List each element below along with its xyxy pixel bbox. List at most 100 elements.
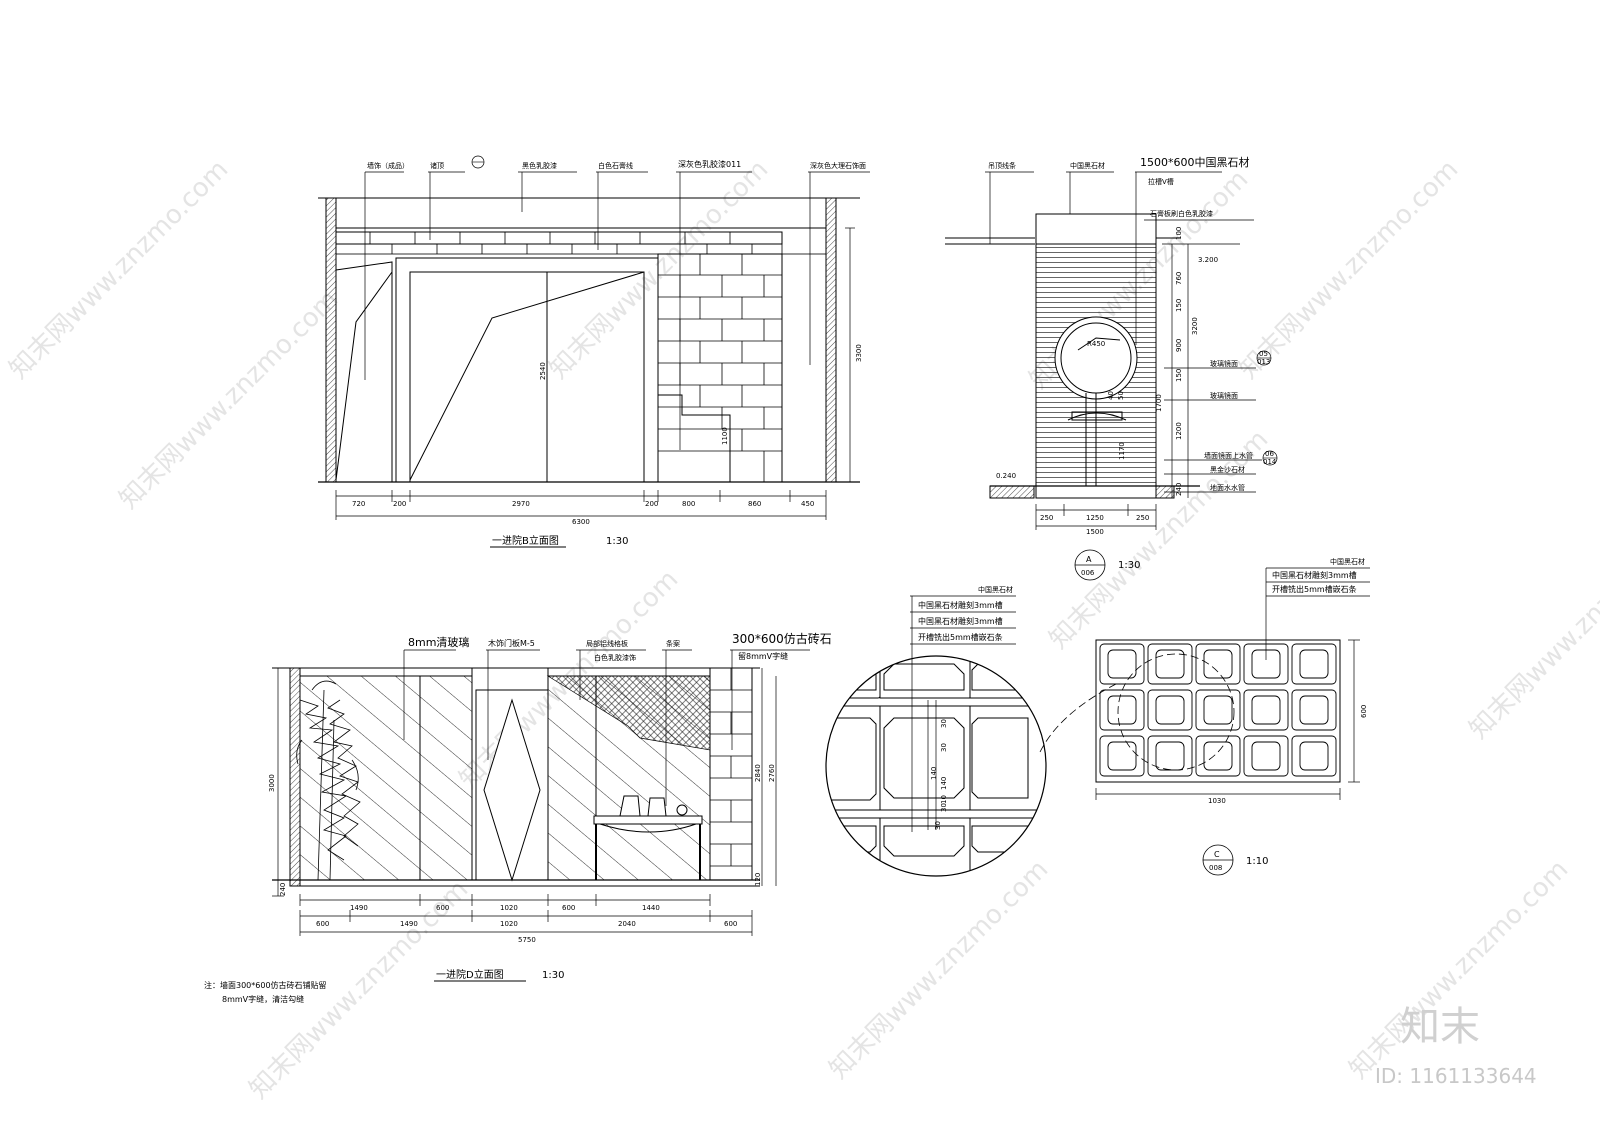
title-elevation-b: 一进院B立面图 — [492, 534, 559, 547]
label-wall-ornament: 墙饰（成品） — [367, 161, 409, 170]
label-brick-size: 300*600仿古砖石 — [732, 631, 832, 646]
section-marker-c: C 008 1:10 — [1202, 844, 1268, 876]
dim-a-h: 250 — [1136, 514, 1149, 522]
watermark-id: ID: 1161133644 — [1375, 1064, 1537, 1088]
plant — [296, 680, 361, 881]
dim-a-v: 1200 — [1175, 422, 1183, 440]
label-right-2: 墙面镜面上水管 — [1204, 451, 1253, 460]
marker-c-letter: C — [1214, 850, 1220, 859]
detail-dim: 140 — [930, 767, 938, 780]
dim-a-h: 1250 — [1086, 514, 1104, 522]
dim-d-row1: 1440 — [642, 904, 660, 912]
watermark-text: 知末网www.znzmo.com — [4, 154, 235, 385]
label-right-1: 玻璃镜面 — [1210, 391, 1238, 400]
brick-wall-b — [657, 253, 783, 483]
dim-a-v: 760 — [1175, 272, 1183, 285]
marker-a-letter: A — [1086, 555, 1092, 564]
dim-a-v: 900 — [1175, 339, 1183, 352]
label-gypsum: 石膏板刷白色乳胶漆 — [1150, 209, 1213, 218]
radius-label: R450 — [1087, 340, 1105, 348]
dim-d-right: 2760 — [768, 764, 776, 782]
label-right-4: 地面水水管 — [1210, 483, 1245, 492]
label-v-groove: 拉槽V槽 — [1148, 177, 1174, 186]
dim-b: 200 — [645, 500, 658, 508]
detail-panel — [1095, 567, 1370, 800]
detail-dim: 30 — [934, 821, 942, 830]
section-a-text: 吊顶线条 中国黑石材 1500*600中国黑石材 拉槽V槽 石膏板刷白色乳胶漆 … — [988, 155, 1253, 536]
dim-d-right-low: 120 — [754, 873, 762, 886]
detail-dim: 30 — [940, 743, 948, 752]
label-black-paint: 黑色乳胶漆 — [522, 161, 557, 170]
dim-d-row1: 600 — [562, 904, 575, 912]
dim-d-row1: 600 — [436, 904, 449, 912]
dim-a-v: 150 — [1175, 369, 1183, 382]
scale-section-a: 1:30 — [1118, 560, 1140, 571]
section-a — [945, 171, 1262, 530]
watermark-text: 知末网www.znzmo.com — [1234, 154, 1465, 385]
panel-label-2: 开槽铣出5mm槽嵌石条 — [1272, 584, 1357, 594]
detail-dim: 30 — [940, 803, 948, 812]
dim-d-left: 3000 — [268, 774, 276, 792]
label-plaster-line: 白色石膏线 — [598, 161, 633, 170]
label-right-3: 黑金沙石材 — [1210, 465, 1245, 474]
label-table: 条案 — [666, 639, 680, 648]
dim-d-row2: 600 — [316, 920, 329, 928]
watermark-logo: 知末 — [1400, 1004, 1480, 1050]
detail-circle-text: 中国黑石材 中国黑石材雕刻3mm槽 中国黑石材雕刻3mm槽 开槽铣出5mm槽嵌石… — [918, 585, 1013, 830]
scale-detail-c: 1:10 — [1246, 856, 1268, 867]
dim-a-v: 240 — [1175, 483, 1183, 496]
wall-right — [825, 197, 837, 483]
callout-a-top: 05 013 — [1256, 350, 1272, 366]
dim-b: 200 — [393, 500, 406, 508]
panel-label-1: 中国黑石材雕刻3mm槽 — [1272, 570, 1357, 580]
dim-b: 800 — [682, 500, 695, 508]
detail-label-2: 中国黑石材雕刻3mm槽 — [918, 616, 1003, 626]
dim-b: 720 — [352, 500, 365, 508]
callout-top-sub: 013 — [1257, 358, 1270, 366]
dim-d-row1: 1490 — [350, 904, 368, 912]
dim-b: 450 — [801, 500, 814, 508]
marker-c-num: 008 — [1209, 864, 1222, 872]
label-marble: 深灰色大理石饰面 — [810, 161, 866, 170]
note-line-2: 8mmV字缝，清洁勾缝 — [222, 994, 304, 1004]
scale-elevation-d: 1:30 — [542, 970, 564, 981]
callout-mid-num: 06 — [1265, 450, 1274, 458]
dim-b-total: 6300 — [572, 518, 590, 526]
dim-a-total: 1500 — [1086, 528, 1104, 536]
detail-label-1: 中国黑石材雕刻3mm槽 — [918, 600, 1003, 610]
dim-a-mid: 1170 — [1118, 442, 1126, 460]
callout-mid-sub: 014 — [1263, 458, 1277, 466]
elevation-b — [318, 171, 870, 548]
watermark-text: 知末网www.znzmo.com — [544, 154, 775, 385]
panel-height: 600 — [1360, 705, 1368, 718]
watermark-layer: 知末网www.znzmo.com 知末网www.znzmo.com 知末网www… — [4, 154, 1600, 1105]
callout-a-mid: 06 014 — [1262, 450, 1278, 466]
dim-d-right: 2840 — [754, 764, 762, 782]
watermark-text: 知末网www.znzmo.com — [114, 284, 345, 515]
detail-label-0: 中国黑石材 — [978, 585, 1013, 594]
callout-top-num: 05 — [1259, 350, 1268, 358]
dim-b-height: 3300 — [855, 344, 863, 362]
dim-b-low: 1100 — [721, 427, 729, 445]
label-stone-size: 1500*600中国黑石材 — [1140, 155, 1250, 169]
label-aluminium: 局部铝线格板 — [586, 639, 628, 648]
detail-dim: 140 — [940, 777, 948, 790]
dim-a-v: 150 — [1175, 299, 1183, 312]
level-top: 3.200 — [1198, 256, 1218, 264]
label-china-black: 中国黑石材 — [1070, 161, 1105, 170]
panel-width: 1030 — [1208, 797, 1226, 805]
elevation-d-text: 8mm清玻璃 木饰门板M-5 局部铝线格板 白色乳胶漆饰 条案 300*600仿… — [204, 631, 832, 1004]
dim-d-total: 5750 — [518, 936, 536, 944]
watermark-text: 知末网www.znzmo.com — [824, 854, 1055, 1085]
dim-d-row2: 600 — [724, 920, 737, 928]
detail-dim: 10 — [940, 795, 948, 804]
dim-a-3200: 3200 — [1191, 317, 1199, 335]
label-door: 木饰门板M-5 — [488, 638, 535, 648]
dim-d-row2: 1020 — [500, 920, 518, 928]
dim-b: 860 — [748, 500, 761, 508]
watermark-text: 知末网www.znzmo.com — [1464, 514, 1600, 745]
level-bottom: 0.240 — [996, 472, 1016, 480]
dim-d-row2: 2040 — [618, 920, 636, 928]
elevation-d — [272, 649, 810, 982]
detail-panel-text: 中国黑石材 中国黑石材雕刻3mm槽 开槽铣出5mm槽嵌石条 1030 600 — [1208, 557, 1368, 805]
